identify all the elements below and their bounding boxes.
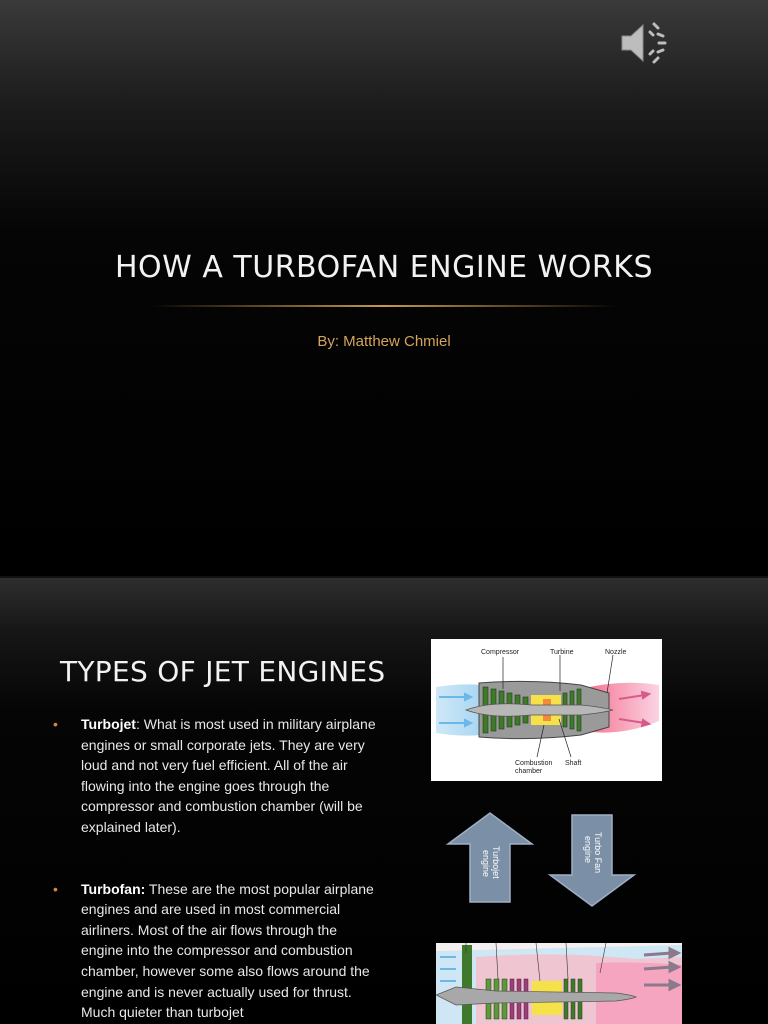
comparison-arrows: Turbojet engine Turbo Fan engine [445,812,637,907]
arrow-down: Turbo Fan engine [547,814,637,907]
arrow-up-label-2: engine [481,850,491,877]
turbofan-diagram [436,943,682,1024]
arrow-down-label-2: engine [583,836,593,863]
label-chamber: chamber [515,768,543,775]
bullet-text: These are the most popular airplane engi… [81,880,374,1021]
bullet-term: Turbojet [81,716,136,732]
bullet-dot: • [53,880,58,897]
bullet-text: : What is most used in military airplane… [81,716,376,835]
bullet-dot: • [53,716,58,732]
title-slide: HOW A TURBOFAN ENGINE WORKS By: Matthew … [0,0,768,576]
bullet-list: • Turbojet: What is most used in militar… [50,714,380,1023]
slide-title: HOW A TURBOFAN ENGINE WORKS [115,250,653,285]
label-turbine: Turbine [550,649,574,656]
title-divider [150,305,618,307]
slide-separator [0,576,768,578]
label-shaft: Shaft [565,760,581,767]
bullet-turbofan: • Turbofan: These are the most popular a… [50,879,380,1023]
arrow-up-label-1: Turbojet [491,846,501,879]
bullet-turbojet: • Turbojet: What is most used in militar… [50,714,380,838]
bullet-term: Turbofan: [81,880,146,897]
arrow-down-label-1: Turbo Fan [593,832,603,873]
label-combustion: Combustion [515,760,552,767]
speaker-icon[interactable] [618,18,672,68]
label-nozzle: Nozzle [605,649,627,656]
turbojet-diagram: Compressor Turbine Nozzle Combustion cha… [431,639,662,781]
slide-subtitle: By: Matthew Chmiel [317,333,451,350]
label-compressor: Compressor [481,649,520,656]
arrow-up: Turbojet engine [445,812,535,903]
slide-heading: TYPES OF JET ENGINES [60,655,386,688]
